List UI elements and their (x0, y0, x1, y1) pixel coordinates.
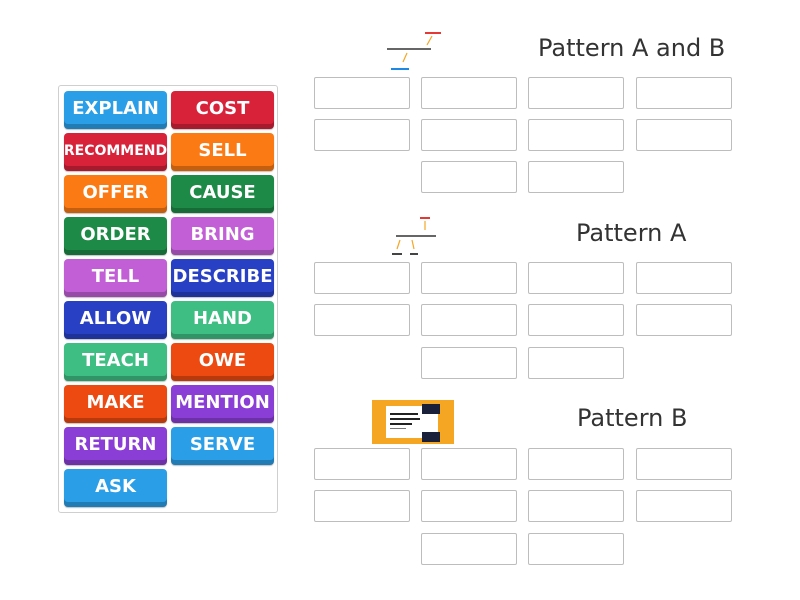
word-tile-describe[interactable]: DESCRIBE (171, 259, 274, 297)
drop-slot[interactable] (528, 347, 624, 379)
drop-slot[interactable] (421, 347, 517, 379)
drop-slot[interactable] (421, 119, 517, 151)
word-tile-mention[interactable]: MENTION (171, 385, 274, 423)
drop-slot[interactable] (528, 304, 624, 336)
drop-slot[interactable] (421, 161, 517, 193)
drop-slot[interactable] (421, 448, 517, 480)
word-tile-explain[interactable]: EXPLAIN (64, 91, 167, 129)
object-arrows-diagram-icon (390, 215, 440, 259)
drop-slot[interactable] (314, 304, 410, 336)
word-tile-hand[interactable]: HAND (171, 301, 274, 339)
drop-slot[interactable] (528, 161, 624, 193)
word-tile-bring[interactable]: BRING (171, 217, 274, 255)
word-tile-cause[interactable]: CAUSE (171, 175, 274, 213)
word-tile-sell[interactable]: SELL (171, 133, 274, 171)
word-bank: EXPLAIN COST RECOMMEND SELL OFFER CAUSE … (58, 85, 278, 513)
drop-slot[interactable] (314, 119, 410, 151)
word-tile-recommend[interactable]: RECOMMEND (64, 133, 167, 171)
word-tile-allow[interactable]: ALLOW (64, 301, 167, 339)
drop-slot[interactable] (421, 77, 517, 109)
group-title: Pattern A and B (538, 34, 726, 62)
drop-slot[interactable] (636, 119, 732, 151)
drop-slot[interactable] (636, 262, 732, 294)
direct-indirect-objects-book-cover-icon (372, 400, 454, 444)
group-title: Pattern A (576, 219, 687, 247)
drop-slot[interactable] (528, 448, 624, 480)
drop-slot[interactable] (528, 262, 624, 294)
drop-slot[interactable] (421, 490, 517, 522)
word-tile-offer[interactable]: OFFER (64, 175, 167, 213)
direct-indirect-object-diagram-icon (383, 30, 447, 74)
drop-slot[interactable] (636, 448, 732, 480)
word-tile-tell[interactable]: TELL (64, 259, 167, 297)
drop-slot[interactable] (421, 262, 517, 294)
drop-slot[interactable] (314, 490, 410, 522)
drop-slot[interactable] (314, 448, 410, 480)
word-tile-make[interactable]: MAKE (64, 385, 167, 423)
word-tile-serve[interactable]: SERVE (171, 427, 274, 465)
word-tile-owe[interactable]: OWE (171, 343, 274, 381)
drop-slot[interactable] (314, 77, 410, 109)
drop-slot[interactable] (636, 77, 732, 109)
drop-slot[interactable] (636, 304, 732, 336)
group-title: Pattern B (577, 404, 688, 432)
drop-slot[interactable] (528, 77, 624, 109)
drop-slot[interactable] (421, 533, 517, 565)
drop-slot[interactable] (528, 119, 624, 151)
word-tile-order[interactable]: ORDER (64, 217, 167, 255)
word-tile-return[interactable]: RETURN (64, 427, 167, 465)
drop-slot[interactable] (528, 533, 624, 565)
drop-slot[interactable] (421, 304, 517, 336)
word-tile-teach[interactable]: TEACH (64, 343, 167, 381)
word-tile-cost[interactable]: COST (171, 91, 274, 129)
drop-slot[interactable] (636, 490, 732, 522)
drop-slot[interactable] (314, 262, 410, 294)
drop-slot[interactable] (528, 490, 624, 522)
word-tile-ask[interactable]: ASK (64, 469, 167, 507)
